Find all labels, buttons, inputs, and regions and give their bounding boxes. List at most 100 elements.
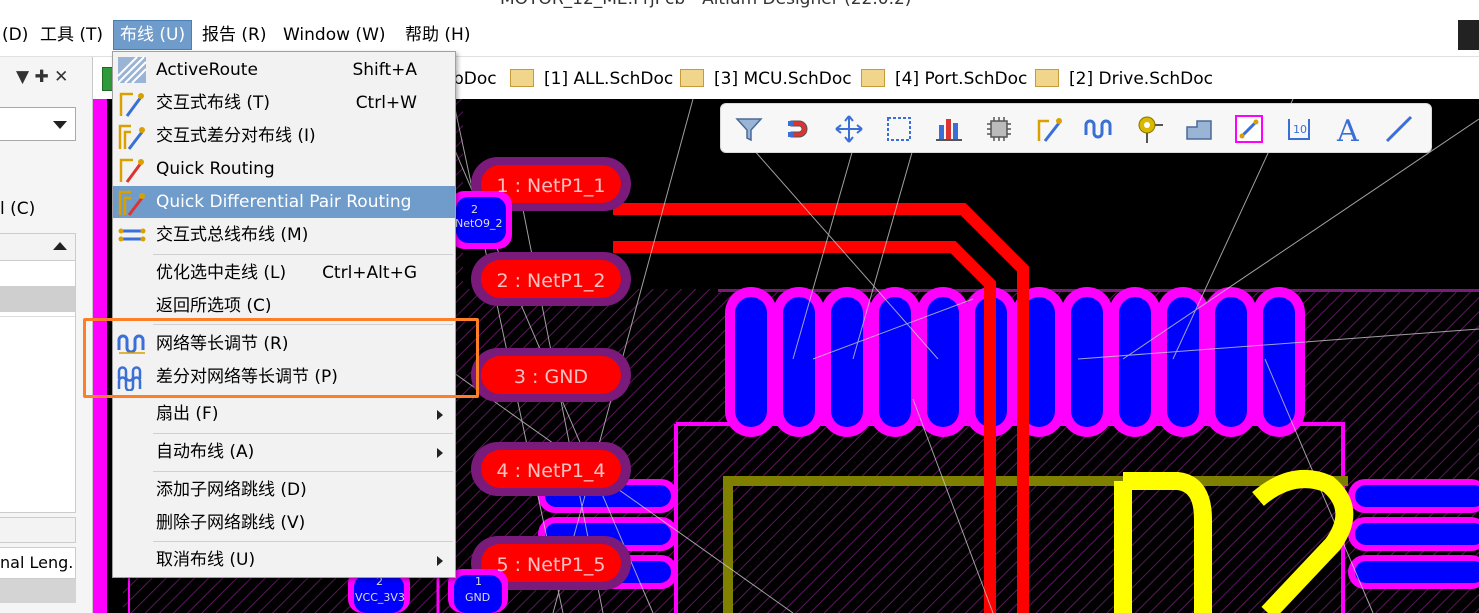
pcb-floating-toolbar: 10 A [720,103,1432,153]
menu-item-remove-subnet-jumper[interactable]: 删除子网络跳线 (V) [156,513,306,533]
tab-all-schdoc[interactable]: [1] ALL.SchDoc [510,65,673,93]
line-icon[interactable] [1383,113,1415,145]
pad-label-5: 5 : NetP1_5 [496,554,606,576]
silk-2-glyph [1252,470,1354,613]
menu-item-quick-routing[interactable]: Quick Routing [113,153,455,185]
panel-list[interactable] [0,233,76,513]
submenu-arrow-icon [437,448,443,458]
left-panel: ▼ ✚ ✕ l (C) nal Leng... [0,57,93,613]
menu-separator [153,324,453,325]
chevron-down-icon [53,121,67,129]
menu-item-retrace-selected[interactable]: 返回所选项 (C) [156,296,272,316]
menu-design[interactable]: (D) [2,25,29,45]
connector-pads [471,157,631,590]
magnet-icon[interactable] [783,113,815,145]
menu-item-optimize-selected[interactable]: 优化选中走线 (L) Ctrl+Alt+G [156,263,417,283]
submenu-arrow-icon [437,556,443,566]
trace-netp1-2 [613,241,996,613]
polygon-icon[interactable] [1183,113,1215,145]
move-icon[interactable] [833,113,865,145]
chevron-up-icon [53,242,67,250]
folder-icon [510,69,534,87]
menu-item-autoroute[interactable]: 自动布线 (A) [113,436,455,468]
filter-icon[interactable] [733,113,765,145]
magenta-edge [93,99,107,613]
panel-label: l (C) [0,199,36,219]
small-pad-number: 2 [471,203,478,216]
gnd-pad-number: 1 [475,575,482,588]
menu-item-add-subnet-jumper[interactable]: 添加子网络跳线 (D) [156,480,307,500]
select-rect-icon[interactable] [883,113,915,145]
tab-drive-schdoc[interactable]: [2] Drive.SchDoc [1035,65,1213,93]
menu-item-activeroute[interactable]: ActiveRoute Shift+A [113,54,455,86]
list-item-selected[interactable] [0,286,75,312]
interactive-routing-icon [119,92,144,117]
menu-item-diff-pair-length-tuning[interactable]: 差分对网络等长调节 (P) [113,361,455,393]
pad-column-left [538,479,678,589]
list-header[interactable] [0,234,75,261]
vcc-pad-number: 2 [376,575,383,588]
menu-separator [153,541,453,542]
tab-port-schdoc[interactable]: [4] Port.SchDoc [861,65,1027,93]
panel-dropdown[interactable] [0,107,76,141]
gnd-pad-label: GND [465,591,491,604]
panel-section-header [0,517,76,543]
text-icon[interactable]: A [1333,113,1365,145]
menu-item-quick-diff-pair-routing[interactable]: Quick Differential Pair Routing [113,186,455,218]
list-divider [0,316,75,317]
submenu-arrow-icon [437,410,443,420]
dimension-icon[interactable]: 10 [1283,113,1315,145]
small-pad-net-label: NetO9_2 [455,217,503,230]
title-bar: MOTOR_12_ME.PrjPcb - Altium Designer (22… [0,0,1479,14]
menu-item-fanout[interactable]: 扇出 (F) [113,398,455,430]
diff-pair-length-tune-icon [117,366,142,391]
pad-label-3: 3 : GND [513,366,589,388]
panel-controls[interactable]: ▼ ✚ ✕ [16,67,69,87]
component-icon[interactable] [983,113,1015,145]
menu-route[interactable]: 布线 (U) [113,20,193,50]
menu-item-unroute[interactable]: 取消布线 (U) [113,544,455,576]
menu-item-interactive-routing[interactable]: 交互式布线 (T) Ctrl+W [113,87,455,119]
menu-separator [153,471,453,472]
activeroute-icon [117,56,147,84]
menu-help[interactable]: 帮助 (H) [405,25,471,45]
menu-item-bus-routing[interactable]: 交互式总线布线 (M) [113,219,455,251]
interactive-route-icon[interactable] [1033,113,1065,145]
annotation-highlight-box [83,318,479,398]
menu-window[interactable]: Window (W) [283,25,386,45]
window-control[interactable] [1458,20,1479,50]
track-icon[interactable] [1233,113,1265,145]
align-icon[interactable] [933,113,965,145]
tab-bdoc[interactable]: bDoc [453,69,497,89]
pad-column-right [1348,479,1479,589]
menu-separator [153,433,453,434]
window-title: MOTOR_12_ME.PrjPcb - Altium Designer (22… [500,0,911,9]
length-tune-icon[interactable] [1083,113,1115,145]
vcc-pad-label: VCC_3V3 [355,591,405,604]
folder-icon [861,69,885,87]
menu-bar: (D) 工具 (T) 布线 (U) 报告 (R) Window (W) 帮助 (… [0,14,1479,57]
menu-item-diff-pair-routing[interactable]: 交互式差分对布线 (I) [113,120,455,152]
svg-text:10: 10 [1293,123,1307,136]
length-cell[interactable]: nal Leng... [0,547,76,579]
menu-reports[interactable]: 报告 (R) [202,25,267,45]
pad-label-1: 1 : NetP1_1 [496,175,606,197]
pad-row-top [725,287,1305,437]
svg-text:A: A [1336,114,1359,145]
folder-icon [1035,69,1059,87]
gray-row [0,579,76,603]
pad-label-4: 4 : NetP1_4 [496,460,606,482]
route-menu: ActiveRoute Shift+A 交互式布线 (T) Ctrl+W 交互式… [112,51,456,578]
silk-d-glyph [1114,472,1212,613]
trace-netp1-1 [613,203,1029,613]
menu-tools[interactable]: 工具 (T) [40,25,104,45]
length-tune-icon [117,334,145,354]
bus-routing-icon [118,228,146,242]
via-icon[interactable] [1133,113,1165,145]
quick-routing-icon [119,158,144,183]
tab-mcu-schdoc[interactable]: [3] MCU.SchDoc [680,65,852,93]
menu-item-net-length-tuning[interactable]: 网络等长调节 (R) [113,328,455,360]
menu-separator [153,254,453,255]
quick-diff-pair-icon [118,190,145,216]
diff-pair-routing-icon [118,124,145,150]
